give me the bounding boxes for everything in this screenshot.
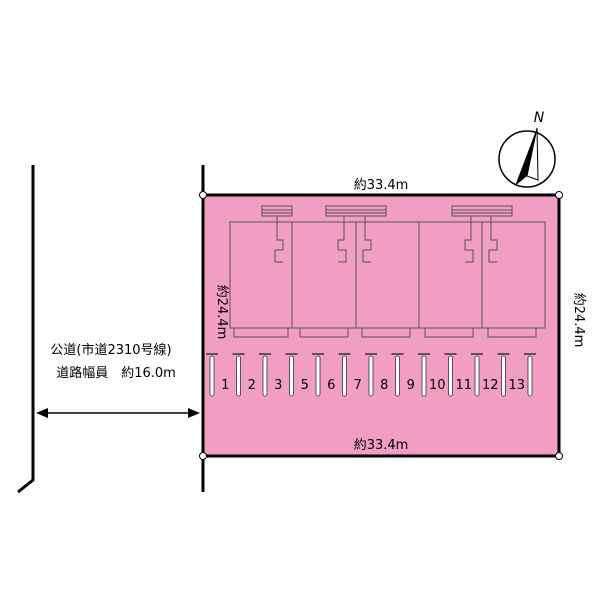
parking-stall-divider	[444, 353, 457, 397]
parking-number-label: 9	[407, 378, 415, 393]
parking-stall-divider	[312, 353, 324, 397]
site-top-width-label: 約33.4m	[354, 178, 409, 193]
corner-marker	[199, 452, 207, 460]
corner-marker	[555, 191, 563, 199]
parking-number-label: 12	[482, 378, 499, 393]
parking-number-label: 11	[456, 378, 473, 393]
parking-stall-divider	[497, 353, 510, 397]
parking-number-label: 3	[274, 378, 282, 393]
site-right-depth-label: 約24.4m	[571, 293, 586, 348]
parking-number-label: 6	[327, 378, 335, 393]
parking-stall-divider	[524, 353, 536, 397]
road-edge-line	[17, 165, 35, 494]
parking-stall-divider	[206, 353, 218, 397]
site-bottom-width-label: 約33.4m	[354, 438, 409, 453]
parking-stall-divider	[391, 353, 404, 397]
parking-number-label: 8	[380, 378, 388, 393]
balcony-row	[233, 327, 537, 338]
parking-stall-divider	[259, 353, 271, 397]
corner-marker	[555, 452, 563, 460]
parking-stall-divider	[418, 353, 430, 397]
site-lot	[203, 195, 559, 456]
parking-stalls	[206, 353, 536, 397]
parking-stall-divider	[285, 353, 298, 397]
parking-number-label: 1	[221, 378, 229, 393]
entrance-stairs	[261, 205, 513, 217]
road-width-label: 道路幅員 約16.0m	[56, 365, 176, 381]
north-label: N	[534, 110, 545, 126]
parking-stall-divider	[365, 353, 377, 397]
parking-stall-divider	[232, 353, 245, 397]
north-arrow-icon	[498, 127, 556, 188]
parking-number-label: 2	[248, 378, 256, 393]
parking-number-label: 13	[509, 378, 526, 393]
entrance-notches	[274, 216, 498, 263]
parking-stall-divider	[338, 353, 351, 397]
road-width-arrow	[36, 408, 200, 418]
corner-marker	[199, 191, 207, 199]
parking-number-label: 10	[429, 378, 446, 393]
parking-stall-divider	[471, 353, 483, 397]
site-left-depth-label: 約24.4m	[214, 285, 229, 340]
road-name-label: 公道(市道2310号線)	[50, 342, 171, 358]
parking-number-label: 7	[354, 378, 362, 393]
parking-number-label: 5	[301, 378, 309, 393]
